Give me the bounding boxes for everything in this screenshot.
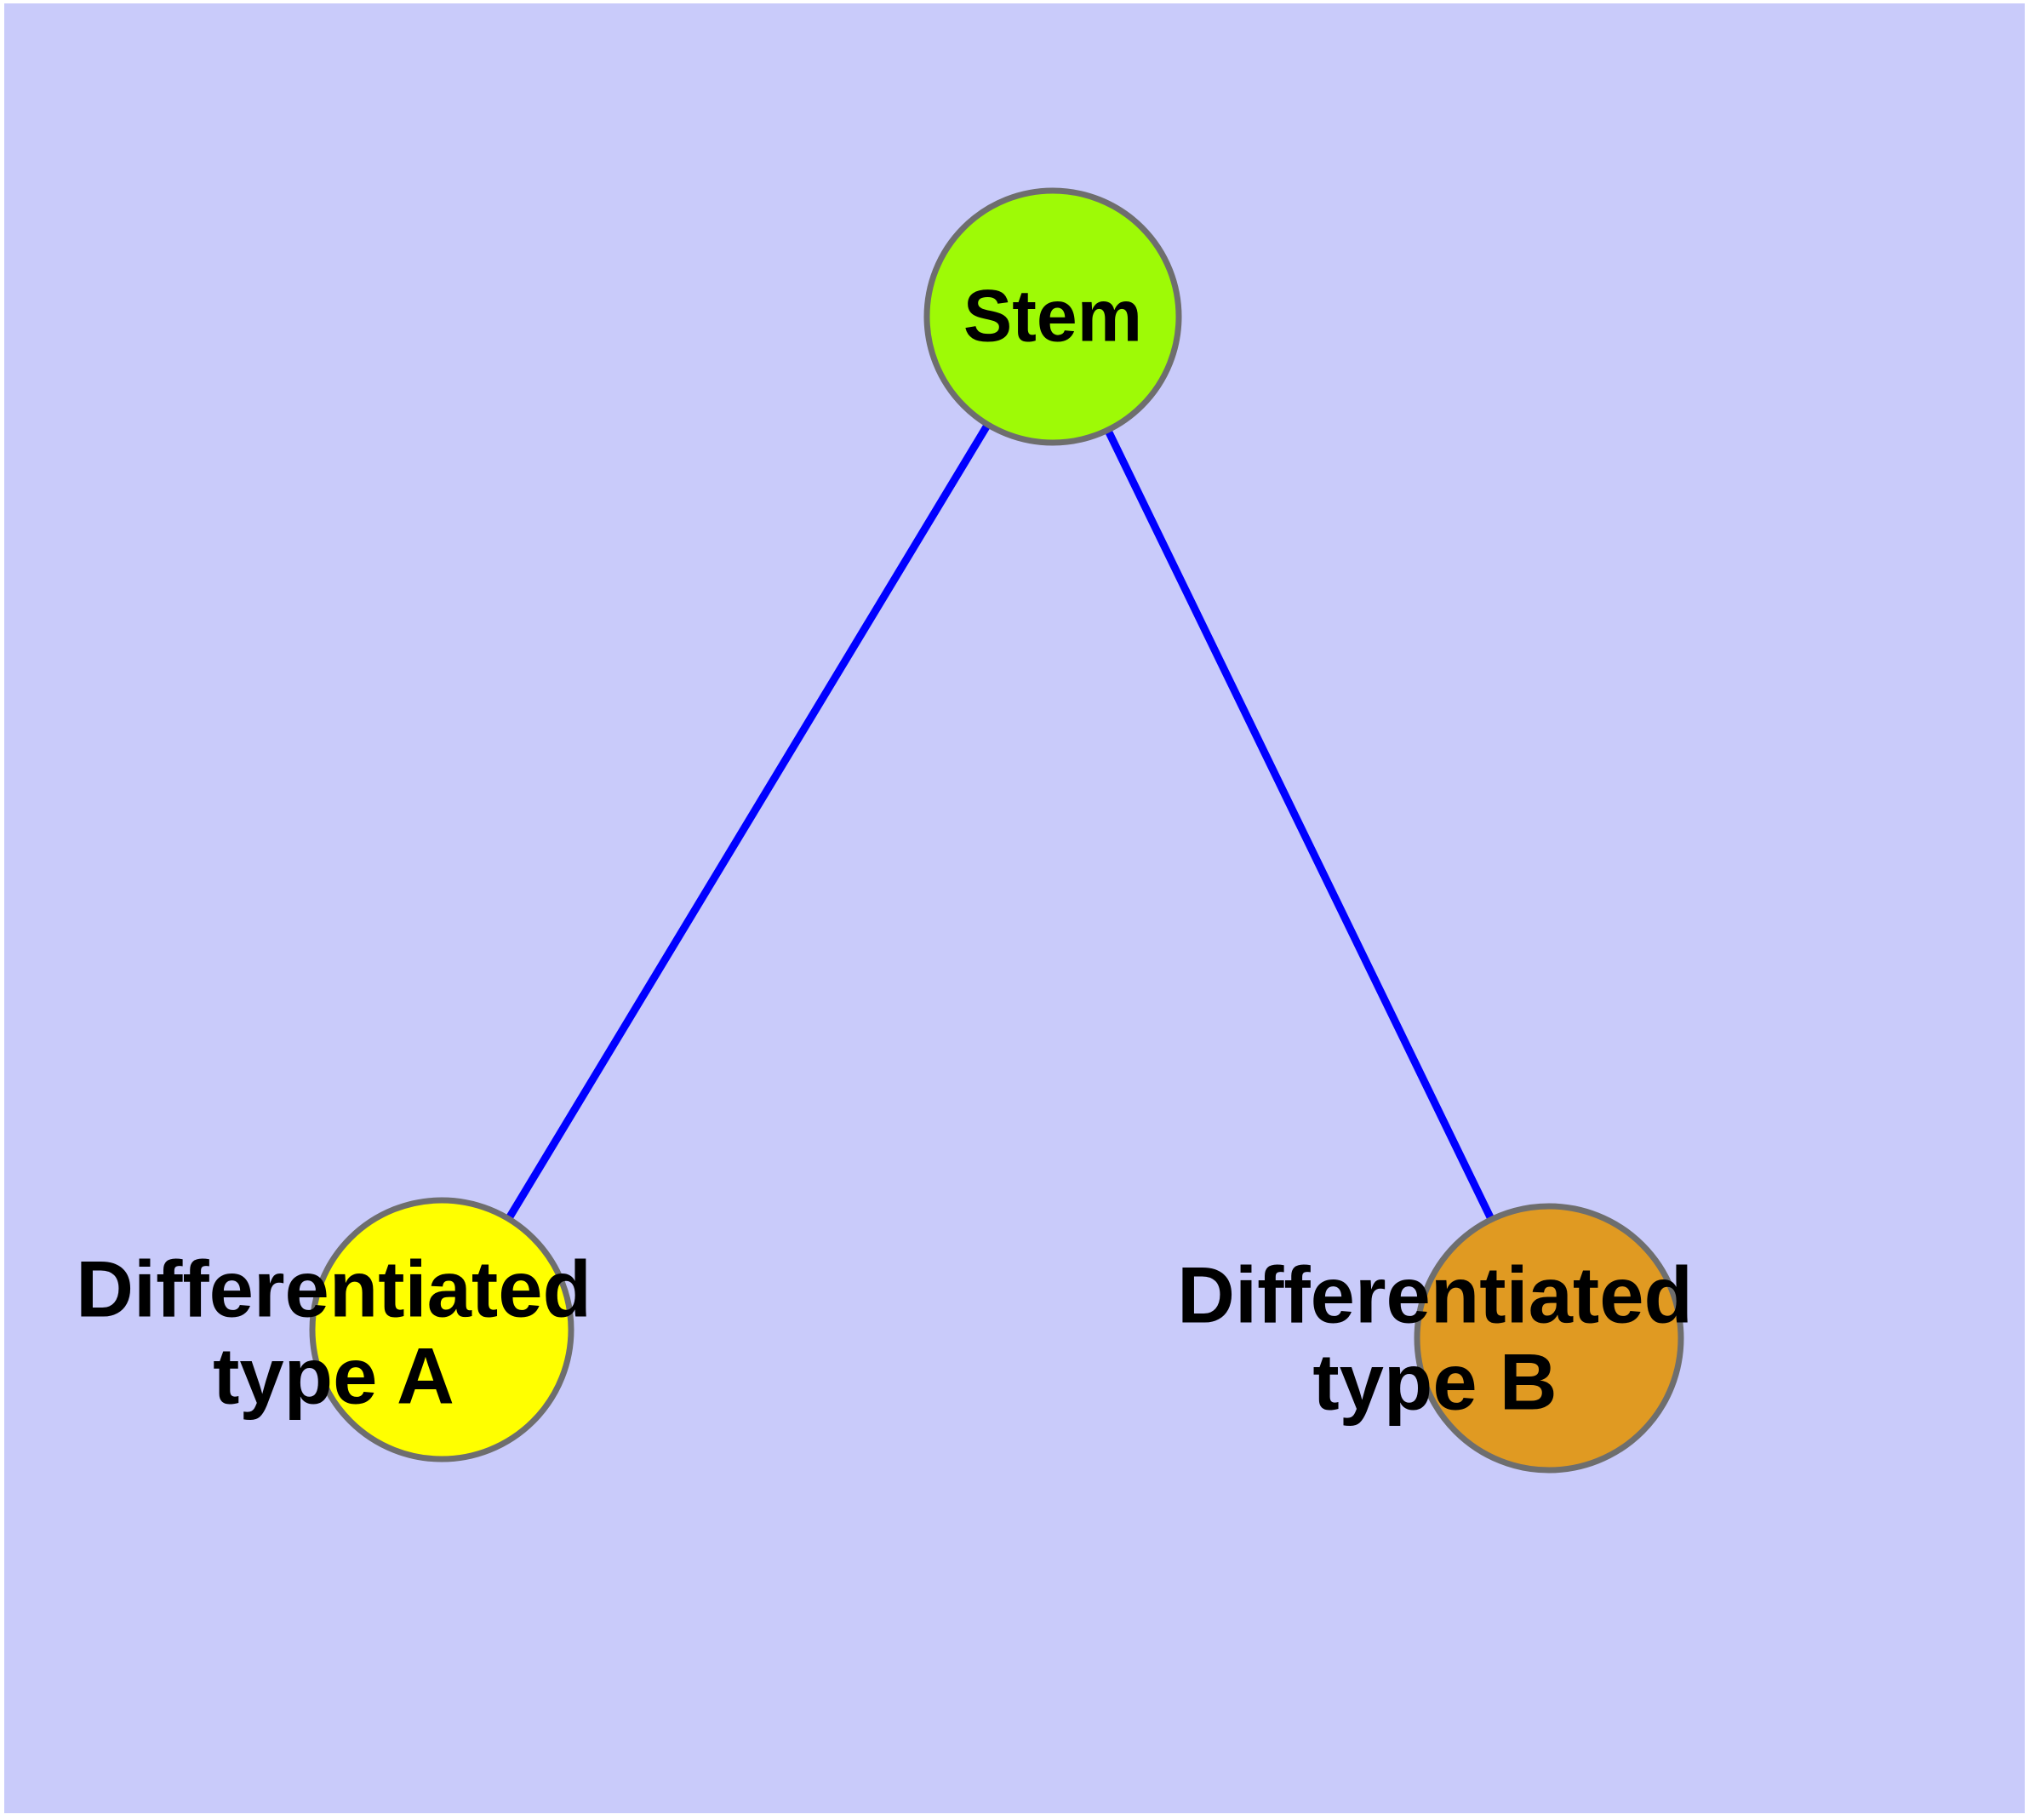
edges-layer (438, 314, 1553, 1340)
graph-svg (309, 187, 1684, 1474)
graph-node-stem[interactable] (923, 187, 1182, 446)
nodes-layer (309, 187, 1684, 1474)
graph-node-diff_b[interactable] (1414, 1203, 1684, 1474)
graph-node-diff_a[interactable] (309, 1197, 574, 1462)
graph-edge-stem-to-diff-b[interactable] (1049, 315, 1553, 1340)
graph-edge-stem-to-diff-a[interactable] (438, 314, 1056, 1332)
